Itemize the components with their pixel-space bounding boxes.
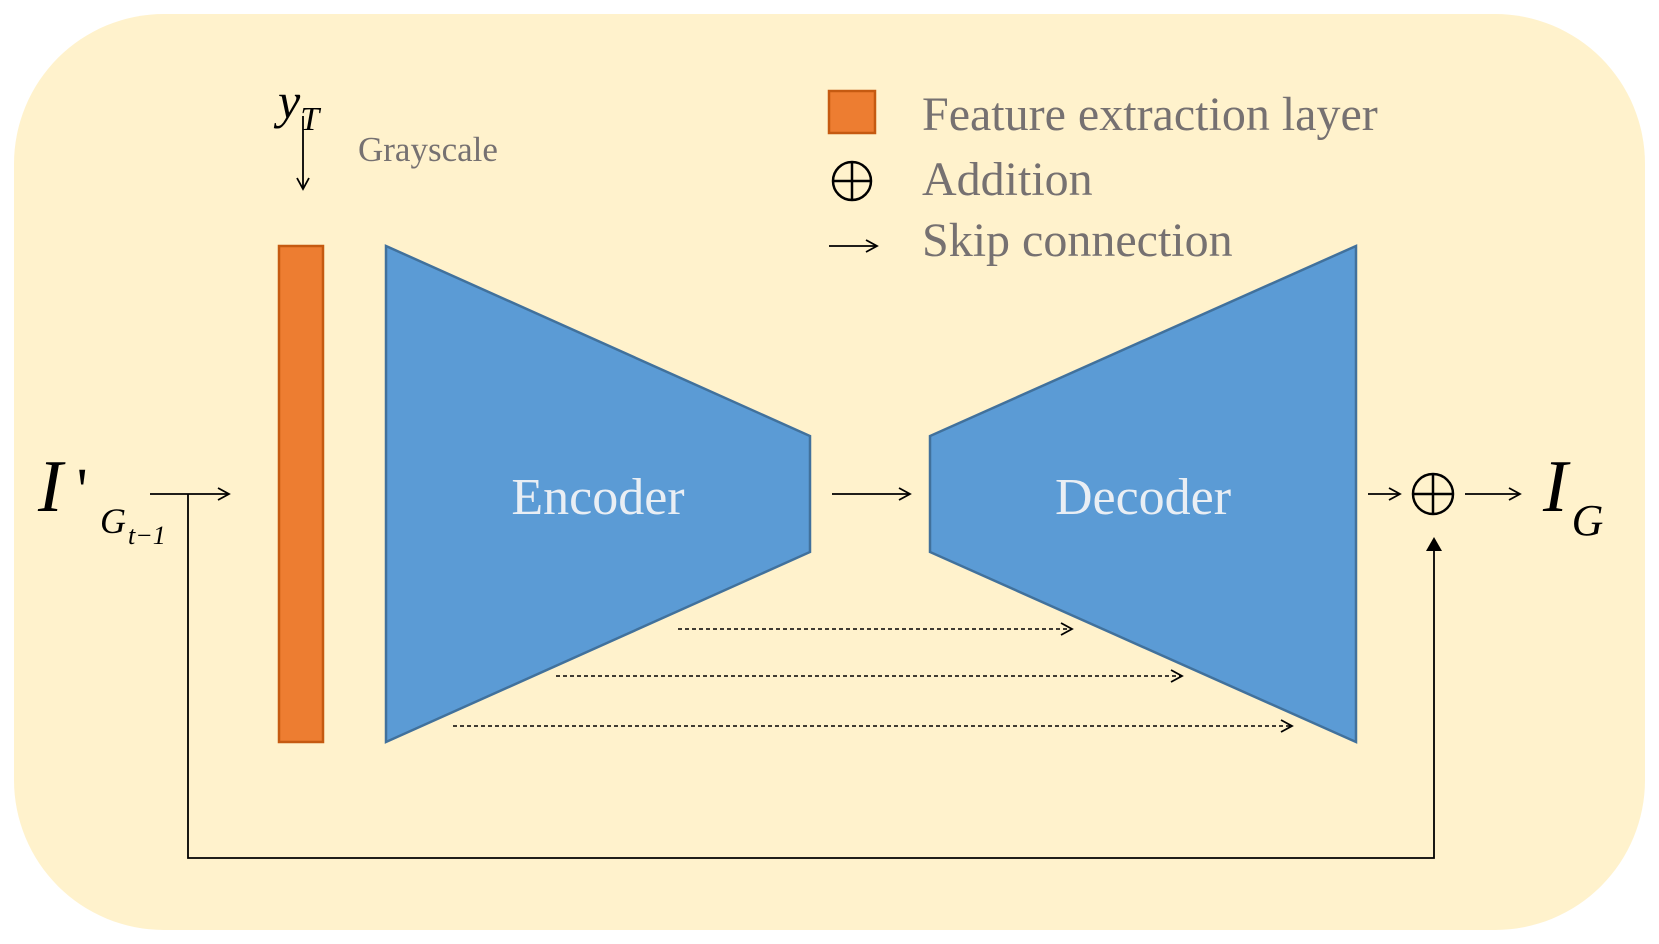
input-image-subscript: Gt−1 — [100, 501, 166, 550]
input-image-label: I' — [37, 446, 88, 528]
grayscale-label: Grayscale — [358, 130, 498, 169]
legend-feature-label: Feature extraction layer — [922, 88, 1378, 141]
encoder-block — [384, 244, 812, 744]
circled-plus-icon — [831, 160, 873, 202]
residual-connection-line — [187, 494, 1442, 859]
legend-skip-label: Skip connection — [922, 214, 1233, 267]
background-panel — [14, 14, 1645, 930]
decoder-label: Decoder — [1055, 469, 1231, 526]
orange-square-icon — [827, 89, 877, 135]
addition-node — [1411, 472, 1455, 516]
encoder-label: Encoder — [511, 469, 684, 526]
legend: Feature extraction layer Addition Skip c… — [827, 88, 1378, 267]
legend-addition-label: Addition — [922, 153, 1093, 206]
decoder-block — [928, 244, 1358, 744]
feature-extraction-bar — [277, 244, 325, 744]
guide-input-label: yT — [273, 73, 321, 138]
output-image-label: IG — [1542, 446, 1603, 545]
